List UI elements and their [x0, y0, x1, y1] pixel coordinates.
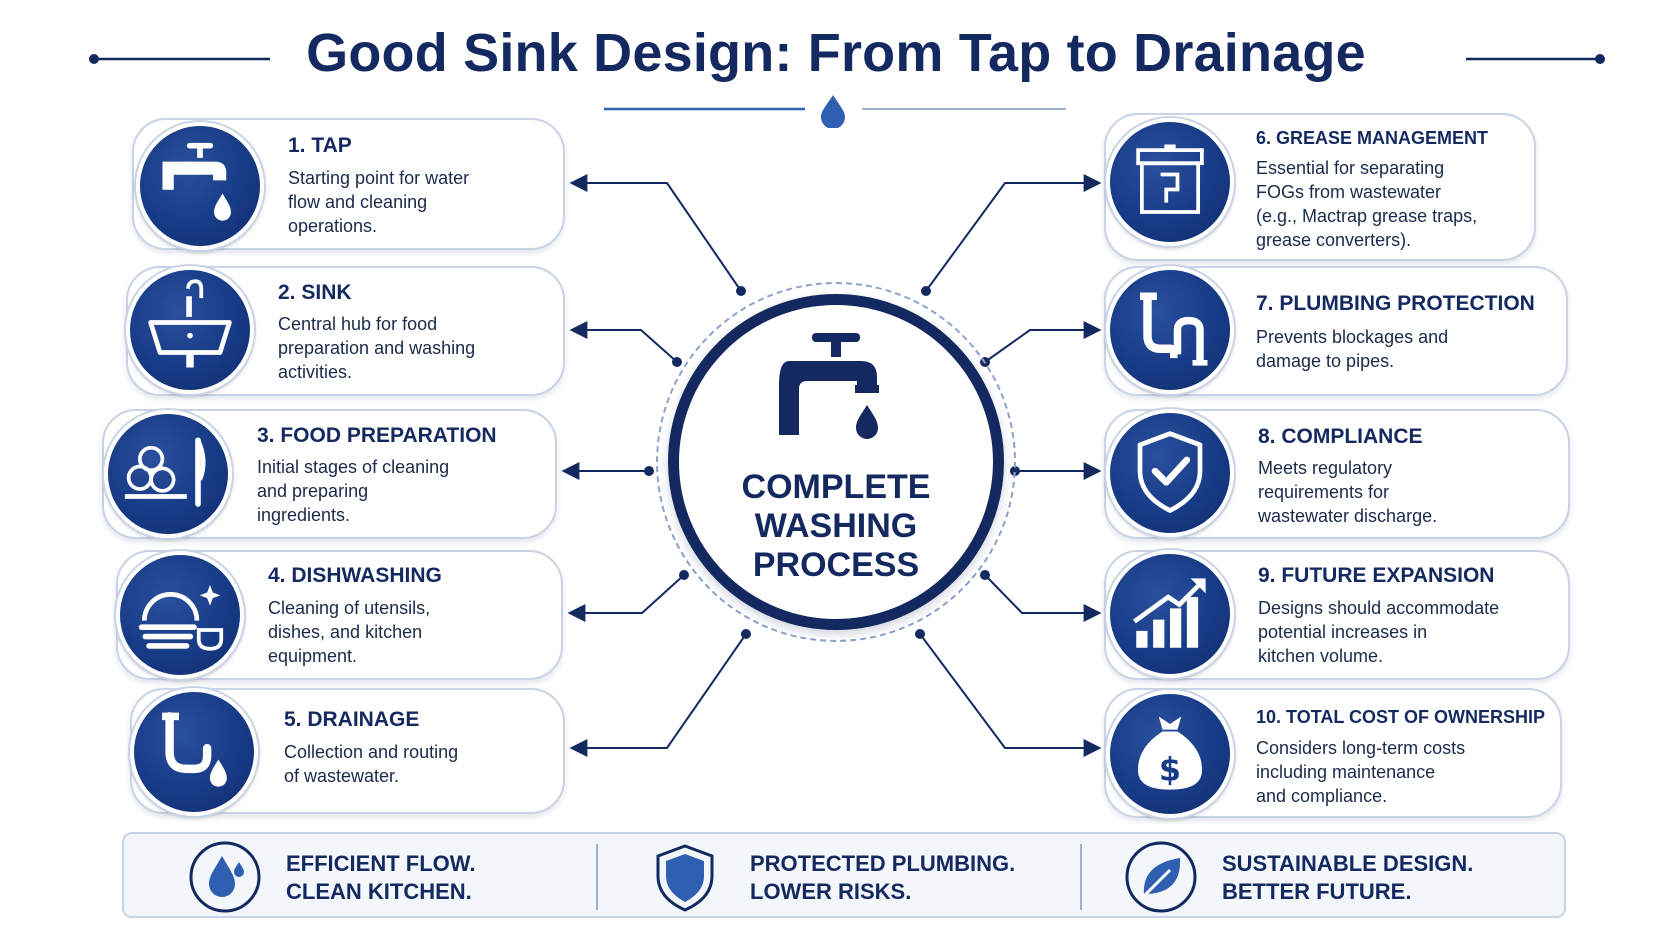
card-title-future-expansion: 9. FUTURE EXPANSION: [1258, 564, 1495, 587]
food-prep-icon-circle: [104, 410, 232, 538]
drain-pipe-icon: [162, 712, 227, 787]
card-desc-grease-management: Essential for separating FOGs from waste…: [1256, 158, 1478, 250]
tap-icon: [162, 142, 231, 221]
card-title-tap: 1. TAP: [288, 134, 352, 157]
title-rule: [89, 54, 1605, 64]
card-desc-future-expansion: Designs should accommodate potential inc…: [1258, 598, 1500, 666]
footer-item-sustainable-design: SUSTAINABLE DESIGN. BETTER FUTURE.: [1082, 834, 1566, 920]
card-title-compliance: 8. COMPLIANCE: [1258, 425, 1423, 448]
title-row: Good Sink Design: From Tap to Drainage: [0, 18, 1672, 88]
dishes-icon: [138, 585, 224, 651]
money-bag-icon-circle: $: [1106, 690, 1234, 818]
card-title-grease-management: 6. GREASE MANAGEMENT: [1256, 128, 1489, 148]
tap-icon: [779, 333, 879, 439]
center-line-2: WASHING: [754, 507, 918, 545]
pipes-icon: [1140, 292, 1208, 366]
pipes-icon-circle: [1106, 266, 1234, 394]
card-title-total-cost-of-ownership: 10. TOTAL COST OF OWNERSHIP: [1256, 707, 1546, 727]
footer-banner: EFFICIENT FLOW. CLEAN KITCHEN. PROTECTED…: [122, 832, 1566, 918]
card-title-plumbing-protection: 7. PLUMBING PROTECTION: [1256, 292, 1535, 315]
card-desc-dishwashing: Cleaning of utensils, dishes, and kitche…: [268, 598, 431, 666]
card-desc-food-preparation: Initial stages of cleaning and preparing…: [257, 457, 450, 525]
card-desc-compliance: Meets regulatory requirements for wastew…: [1258, 458, 1438, 526]
shield-icon: [656, 844, 714, 912]
sink-icon: [148, 279, 232, 368]
food-prep-icon: [124, 437, 206, 507]
tap-icon-circle: [136, 122, 264, 250]
svg-text:$: $: [1159, 750, 1181, 788]
water-drop-icon: [821, 95, 845, 128]
grease-trap-icon-circle: [1106, 118, 1234, 246]
card-title-food-preparation: 3. FOOD PREPARATION: [257, 424, 497, 447]
card-title-drainage: 5. DRAINAGE: [284, 708, 420, 731]
card-title-sink: 2. SINK: [278, 281, 352, 304]
footer-item-efficient-flow: EFFICIENT FLOW. CLEAN KITCHEN.: [124, 834, 594, 920]
footer-text-efficient-flow: EFFICIENT FLOW. CLEAN KITCHEN.: [286, 851, 476, 904]
footer-item-protected-plumbing: PROTECTED PLUMBING. LOWER RISKS.: [598, 834, 1078, 920]
shield-check-icon: [1137, 431, 1203, 513]
footer-divider: [1080, 844, 1082, 910]
card-desc-total-cost-of-ownership: Considers long-term costs including main…: [1256, 738, 1466, 806]
card-desc-tap: Starting point for water flow and cleani…: [288, 168, 470, 236]
title-divider: [604, 95, 1066, 128]
center-line-3: PROCESS: [752, 546, 920, 584]
dishes-icon-circle: [116, 551, 244, 679]
center-circle: [668, 294, 1004, 630]
footer-divider: [596, 844, 598, 910]
footer-text-sustainable-design: SUSTAINABLE DESIGN. BETTER FUTURE.: [1222, 851, 1474, 904]
sink-icon-circle: [126, 266, 254, 394]
center-label: COMPLETE WASHING PROCESS: [668, 468, 1004, 585]
growth-chart-icon-circle: [1106, 550, 1234, 678]
footer-text-protected-plumbing: PROTECTED PLUMBING. LOWER RISKS.: [750, 851, 1016, 904]
center-ring: [656, 282, 1016, 642]
grease-trap-icon: [1136, 144, 1204, 214]
money-bag-icon: $: [1138, 716, 1202, 790]
growth-chart-icon: [1133, 578, 1206, 648]
shield-check-icon-circle: [1106, 409, 1234, 537]
page-title: Good Sink Design: From Tap to Drainage: [306, 23, 1366, 83]
card-desc-plumbing-protection: Prevents blockages and damage to pipes.: [1256, 327, 1449, 371]
card-desc-sink: Central hub for food preparation and was…: [278, 314, 476, 382]
card-title-dishwashing: 4. DISHWASHING: [268, 564, 442, 587]
drain-pipe-icon-circle: [130, 688, 258, 816]
center-line-1: COMPLETE: [741, 468, 931, 506]
leaf-icon: [1125, 841, 1197, 913]
card-desc-drainage: Collection and routing of wastewater.: [284, 742, 459, 786]
water-drop-icon: [189, 841, 261, 913]
